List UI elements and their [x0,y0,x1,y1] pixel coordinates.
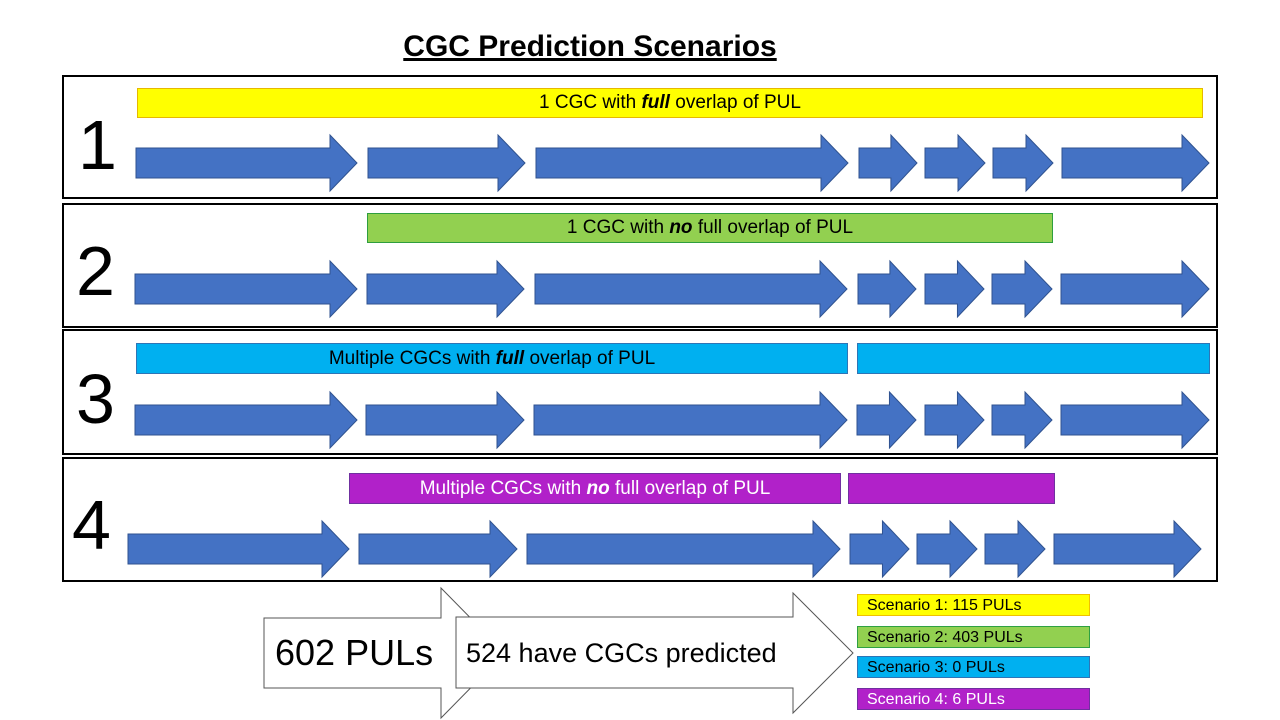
gene-arrow [365,390,525,450]
cgc-bar-scenario-2: 1 CGC with no full overlap of PUL [367,213,1053,243]
gene-arrow [533,390,848,450]
gene-arrow [924,259,985,319]
gene-arrow [367,133,526,193]
predicted-puls-label: 524 have CGCs predicted [466,638,777,668]
scenario-panel-3 [62,329,1218,455]
legend-scenario-3: Scenario 3: 0 PULs [857,656,1090,678]
bar-emphasis: full [641,92,670,113]
cgc-bar-scenario-4b [848,473,1055,504]
bar-text: full overlap of PUL [609,477,771,499]
scenario-number-1: 1 [78,106,117,184]
cgc-bar-scenario-3a: Multiple CGCs with full overlap of PUL [136,343,848,374]
gene-arrow [991,390,1053,450]
cgc-bar-scenario-1: 1 CGC with full overlap of PUL [137,88,1203,118]
scenario-number-2: 2 [76,232,115,310]
gene-arrow [1061,133,1210,193]
scenario-panel-2 [62,203,1218,328]
bar-text: 1 CGC with [566,217,670,238]
gene-arrow [1060,259,1210,319]
gene-arrow [134,390,358,450]
gene-arrow [134,259,358,319]
legend-scenario-2: Scenario 2: 403 PULs [857,626,1090,648]
bar-emphasis: no [669,217,693,238]
scenario-number-4: 4 [72,486,111,564]
gene-arrow [535,133,849,193]
gene-arrow [984,519,1046,579]
gene-arrow [856,390,917,450]
gene-arrow [127,519,350,579]
bar-text: full overlap of PUL [692,217,854,238]
gene-arrow [857,259,917,319]
bar-text: Multiple CGCs with [419,477,587,499]
bar-text: 1 CGC with [539,92,642,113]
gene-arrow [858,133,918,193]
cgc-bar-scenario-3b [857,343,1210,374]
gene-arrow [849,519,910,579]
scenario-panel-4 [62,457,1218,582]
gene-arrow [924,133,986,193]
scenario-number-3: 3 [76,360,115,438]
bar-text: overlap of PUL [669,92,801,113]
cgc-bar-scenario-4a: Multiple CGCs with no full overlap of PU… [349,473,841,504]
bar-text: overlap of PUL [524,347,656,369]
bar-text: Multiple CGCs with [328,347,496,369]
gene-arrow [916,519,978,579]
gene-arrow [1053,519,1202,579]
gene-arrow [1060,390,1210,450]
predicted-puls-arrow [455,591,854,715]
legend-scenario-4: Scenario 4: 6 PULs [857,688,1090,710]
scenario-panel-1 [62,75,1218,199]
gene-arrow [534,259,848,319]
total-puls-label: 602 PULs [275,632,434,673]
gene-arrow [526,519,841,579]
gene-arrow [992,133,1054,193]
page-title: CGC Prediction Scenarios [403,30,777,63]
gene-arrow [991,259,1053,319]
gene-arrow [366,259,525,319]
gene-arrow [135,133,358,193]
gene-arrow [924,390,985,450]
gene-arrow [358,519,518,579]
bar-emphasis: full [495,347,525,369]
bar-emphasis: no [586,477,610,499]
legend-scenario-1: Scenario 1: 115 PULs [857,594,1090,616]
